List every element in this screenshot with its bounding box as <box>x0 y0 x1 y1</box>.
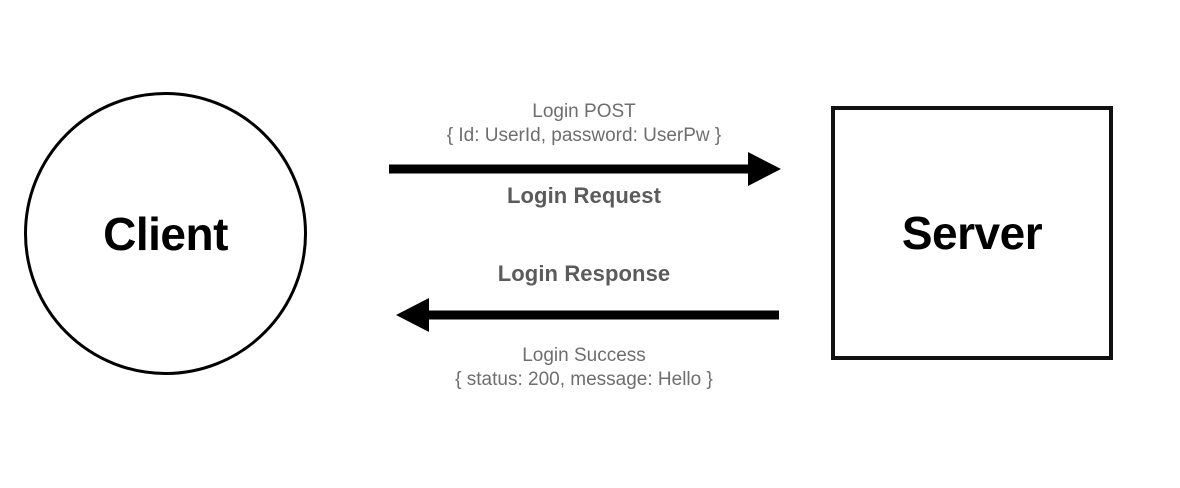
arrow-login-response <box>396 298 779 332</box>
node-client[interactable]: Client <box>24 92 307 375</box>
edge-response-payload-line1: Login Success <box>522 345 646 366</box>
node-server-label: Server <box>901 207 1043 259</box>
edge-response-payload-line2: { status: 200, message: Hello } <box>455 369 713 391</box>
node-client-label: Client <box>103 207 228 260</box>
edge-request-title: Login Request <box>506 183 662 208</box>
edge-request-payload-line2: { Id: UserId, password: UserPw } <box>446 125 722 147</box>
arrow-login-request <box>389 152 781 186</box>
node-server[interactable]: Server <box>831 106 1113 360</box>
edge-response-title: Login Response <box>497 261 671 286</box>
edge-response-payload: Login Success { status: 200, message: He… <box>389 344 779 393</box>
edge-request-payload: Login POST { Id: UserId, password: UserP… <box>389 100 779 149</box>
edge-request-payload-line1: Login POST <box>532 101 636 122</box>
